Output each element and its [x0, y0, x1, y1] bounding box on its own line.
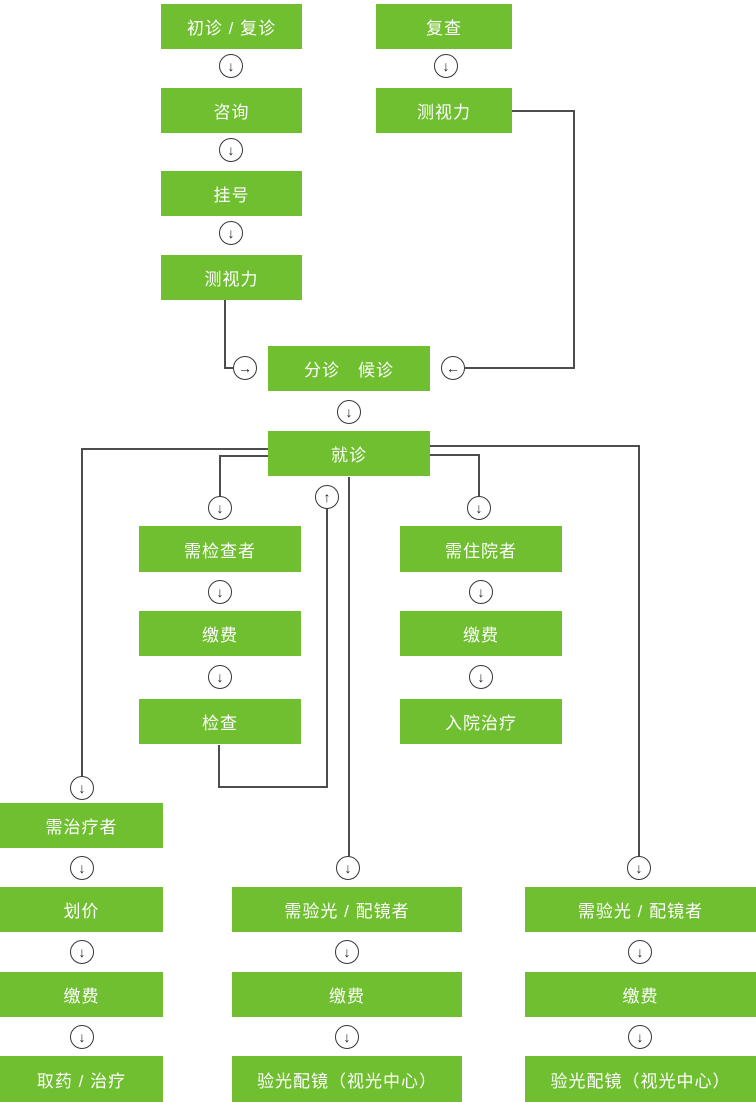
connector-recheck-visiontest-to-triage — [465, 110, 575, 369]
connector-visit-to-need-treatment — [81, 448, 268, 776]
node-pay-hospitalization: 缴费 — [400, 611, 562, 656]
node-inpatient-treatment: 入院治疗 — [400, 699, 562, 744]
arrow-down-icon: ↓ — [70, 776, 94, 800]
node-need-treatment: 需治疗者 — [0, 803, 163, 848]
connector-visit-to-need-hospitalization — [430, 454, 480, 496]
arrow-down-icon: ↓ — [627, 856, 651, 880]
node-recheck: 复查 — [376, 4, 512, 49]
node-need-examination: 需检查者 — [139, 526, 301, 572]
node-need-optometry-right: 需验光 / 配镜者 — [525, 887, 756, 932]
arrow-down-icon: ↓ — [219, 221, 243, 245]
connector-examination-back-to-visit — [218, 509, 328, 788]
node-get-medicine-treatment: 取药 / 治疗 — [0, 1056, 163, 1102]
arrow-down-icon: ↓ — [469, 580, 493, 604]
node-pay-optometry-mid: 缴费 — [232, 972, 462, 1017]
arrow-down-icon: ↓ — [70, 940, 94, 964]
node-vision-test-recheck: 测视力 — [376, 88, 512, 133]
node-examination: 检查 — [139, 699, 301, 744]
arrow-down-icon: ↓ — [469, 665, 493, 689]
arrow-down-icon: ↓ — [434, 54, 458, 78]
node-pay-optometry-right: 缴费 — [525, 972, 756, 1017]
arrow-down-icon: ↓ — [467, 496, 491, 520]
node-optometry-center-mid: 验光配镜（视光中心） — [232, 1056, 462, 1102]
node-registration: 挂号 — [161, 171, 302, 216]
arrow-right-icon: → — [233, 356, 257, 380]
node-need-hospitalization: 需住院者 — [400, 526, 562, 572]
connector-visit-to-need-optometry-right — [430, 445, 640, 856]
arrow-down-icon: ↓ — [335, 940, 359, 964]
arrow-down-icon: ↓ — [208, 665, 232, 689]
arrow-down-icon: ↓ — [219, 54, 243, 78]
connector-visit-to-need-examination — [219, 455, 268, 496]
arrow-down-icon: ↓ — [628, 940, 652, 964]
node-vision-test-first: 测视力 — [161, 255, 302, 300]
node-need-optometry-mid: 需验光 / 配镜者 — [232, 887, 462, 932]
node-optometry-center-right: 验光配镜（视光中心） — [525, 1056, 756, 1102]
arrow-down-icon: ↓ — [70, 1025, 94, 1049]
arrow-down-icon: ↓ — [208, 580, 232, 604]
node-pay-treatment: 缴费 — [0, 972, 163, 1017]
arrow-down-icon: ↓ — [628, 1025, 652, 1049]
node-pricing: 划价 — [0, 887, 163, 932]
arrow-up-icon: ↑ — [315, 485, 339, 509]
arrow-down-icon: ↓ — [335, 1025, 359, 1049]
arrow-left-icon: ← — [441, 356, 465, 380]
arrow-down-icon: ↓ — [337, 400, 361, 424]
arrow-down-icon: ↓ — [219, 138, 243, 162]
node-pay-examination: 缴费 — [139, 611, 301, 656]
node-first-or-return-visit: 初诊 / 复诊 — [161, 4, 302, 49]
node-triage-waiting: 分诊 候诊 — [268, 346, 430, 391]
arrow-down-icon: ↓ — [336, 856, 360, 880]
arrow-down-icon: ↓ — [70, 856, 94, 880]
arrow-down-icon: ↓ — [208, 496, 232, 520]
node-see-doctor: 就诊 — [268, 431, 430, 476]
node-consultation: 咨询 — [161, 88, 302, 133]
connector-visiontest-to-triage — [224, 300, 233, 369]
